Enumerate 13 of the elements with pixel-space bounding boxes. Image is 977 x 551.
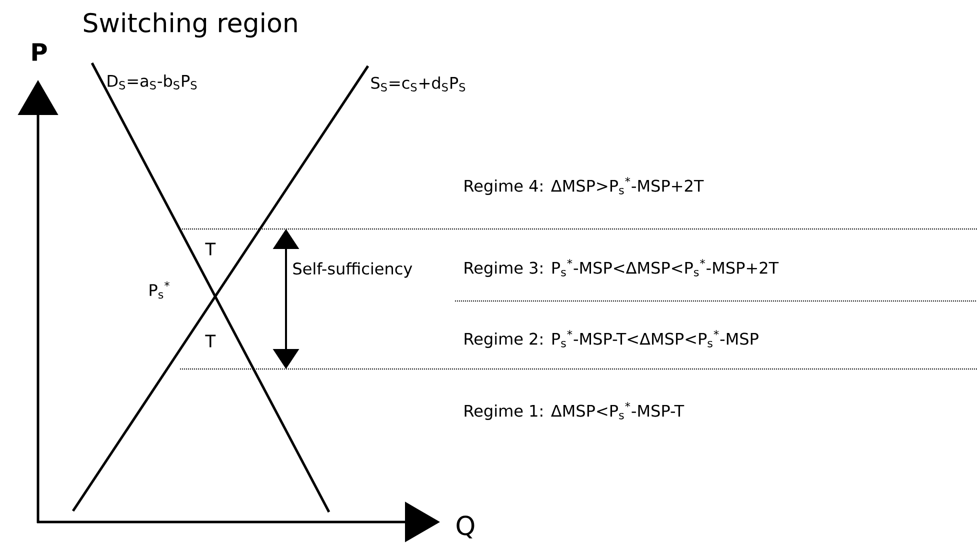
regime-label: Regime 1: ΔMSP<P$_{s}$$^{*}$-MSP-T	[464, 402, 684, 420]
equation-label: S$_{S}$=c$_{S}$+d$_{S}$P$_{S}$	[371, 76, 466, 92]
axis-label: Q	[456, 516, 474, 538]
equation-label: D$_{S}$=a$_{S}$-b$_{S}$P$_{S}$	[108, 74, 197, 90]
regime-label: Regime 3: P$_{s}$$^{*}$-MSP<ΔMSP<P$_{s}$$^{*}$-MSP+2T	[464, 259, 779, 277]
symbol-label: T	[205, 242, 216, 256]
axis-label: P	[32, 43, 47, 61]
symbol-label: T	[205, 334, 216, 348]
regime-label: Regime 2: P$_{s}$$^{*}$-MSP-T<ΔMSP<P$_{s}$$^{*}$-MSP	[464, 330, 758, 348]
symbol-label: P$_{s}$*	[150, 281, 170, 299]
dimension-label: Self-sufficiency	[293, 262, 412, 278]
regime-label: Regime 4: ΔMSP>P$_{s}$$^{*}$-MSP+2T	[464, 177, 704, 195]
title: Switching region	[84, 12, 297, 38]
